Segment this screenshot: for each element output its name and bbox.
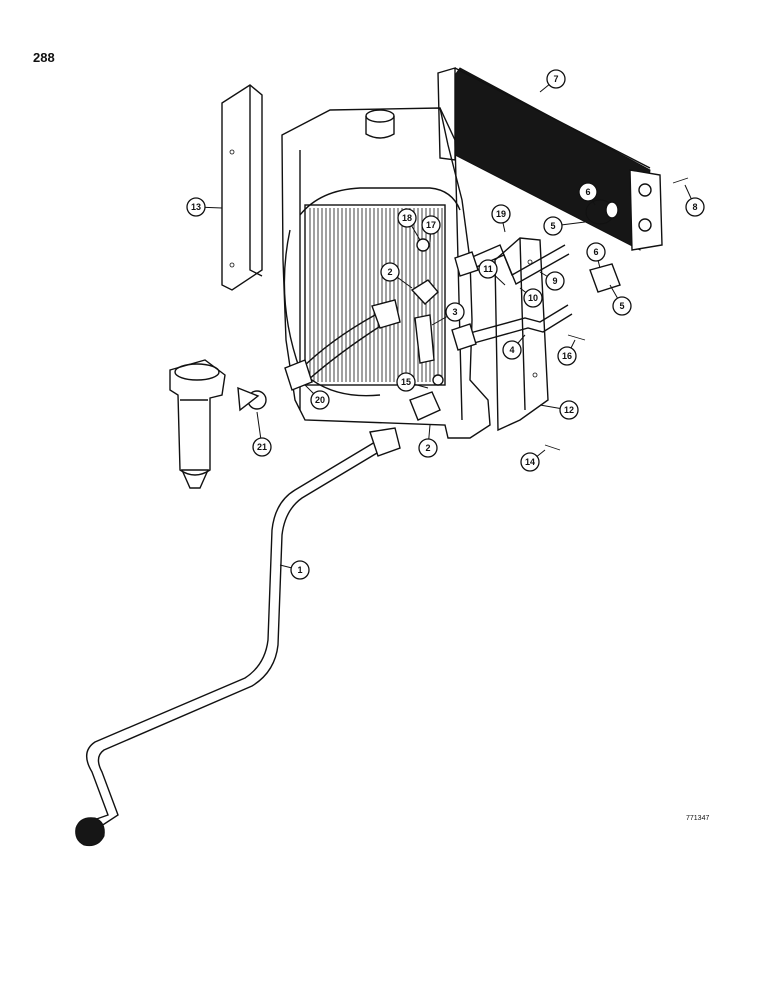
callout-circle xyxy=(421,215,441,235)
callout-12: 12 xyxy=(559,400,579,420)
callout-label: 16 xyxy=(562,351,572,361)
callout-label: 13 xyxy=(191,202,201,212)
cooler-bracket xyxy=(494,237,549,432)
callout-5: 5 xyxy=(543,216,563,236)
callout-circle xyxy=(396,372,416,392)
callout-circle xyxy=(252,437,272,457)
callout-label: 14 xyxy=(525,457,535,467)
callout-label: 5 xyxy=(619,301,624,311)
callout-circle xyxy=(478,259,498,279)
callout-label: 8 xyxy=(692,202,697,212)
callout-9: 9 xyxy=(545,271,565,291)
callout-circle xyxy=(685,197,705,217)
callout-3: 3 xyxy=(445,302,465,322)
callout-18: 18 xyxy=(397,208,417,228)
callout-circle xyxy=(397,208,417,228)
callout-circle xyxy=(445,302,465,322)
callout-label: 21 xyxy=(257,442,267,452)
callout-circle xyxy=(310,390,330,410)
callout-label: 11 xyxy=(483,264,493,274)
callout-circle xyxy=(491,204,511,224)
callout-2: 2 xyxy=(418,438,438,458)
callout-1: 1 xyxy=(290,560,310,580)
callout-label: 2 xyxy=(387,267,392,277)
callout-17: 17 xyxy=(421,215,441,235)
callout-label: 2 xyxy=(425,443,430,453)
callout-20: 20 xyxy=(310,390,330,410)
callout-label: 6 xyxy=(585,187,590,197)
callout-2: 2 xyxy=(380,262,400,282)
callout-6: 6 xyxy=(578,182,598,202)
cooler-tubes xyxy=(451,244,573,351)
fittings xyxy=(237,177,689,451)
callout-4: 4 xyxy=(502,340,522,360)
callout-19: 19 xyxy=(491,204,511,224)
callout-13: 13 xyxy=(186,197,206,217)
drawing-code: 771347 xyxy=(686,815,710,822)
callout-8: 8 xyxy=(685,197,705,217)
callout-circle xyxy=(578,182,598,202)
callout-circle xyxy=(545,271,565,291)
bracket-plate xyxy=(221,84,263,291)
callout-circle xyxy=(559,400,579,420)
callout-circle xyxy=(502,340,522,360)
callout-circle xyxy=(520,452,540,472)
callout-circle xyxy=(546,69,566,89)
callout-15: 15 xyxy=(396,372,416,392)
callout-label: 17 xyxy=(426,220,436,230)
callout-circle xyxy=(557,346,577,366)
callout-label: 3 xyxy=(452,307,457,317)
callout-7: 7 xyxy=(546,69,566,89)
callout-11: 11 xyxy=(478,259,498,279)
callout-label: 12 xyxy=(564,405,574,415)
callout-6: 6 xyxy=(586,242,606,262)
callout-label: 9 xyxy=(552,276,557,286)
callout-circle xyxy=(186,197,206,217)
callout-10: 10 xyxy=(523,288,543,308)
callout-14: 14 xyxy=(520,452,540,472)
page-number: 288 xyxy=(33,50,55,65)
callout-circle xyxy=(543,216,563,236)
callout-label: 19 xyxy=(496,209,506,219)
oil-filter xyxy=(169,359,226,489)
callout-label: 1 xyxy=(297,565,302,575)
callout-circle xyxy=(290,560,310,580)
callout-label: 7 xyxy=(553,74,558,84)
callout-circle xyxy=(380,262,400,282)
callout-16: 16 xyxy=(557,346,577,366)
callout-circle xyxy=(586,242,606,262)
callout-label: 6 xyxy=(593,247,598,257)
callout-5: 5 xyxy=(612,296,632,316)
callout-label: 10 xyxy=(528,293,538,303)
oil-line-long xyxy=(75,427,401,847)
callout-label: 20 xyxy=(315,395,325,405)
callout-label: 18 xyxy=(402,213,412,223)
callout-21: 21 xyxy=(252,437,272,457)
oil-cooler xyxy=(437,67,663,251)
callout-circle xyxy=(612,296,632,316)
hose xyxy=(284,299,401,391)
callout-label: 4 xyxy=(509,345,514,355)
callout-label: 5 xyxy=(550,221,555,231)
callout-circle xyxy=(418,438,438,458)
callout-label: 15 xyxy=(401,377,411,387)
callout-circle xyxy=(523,288,543,308)
